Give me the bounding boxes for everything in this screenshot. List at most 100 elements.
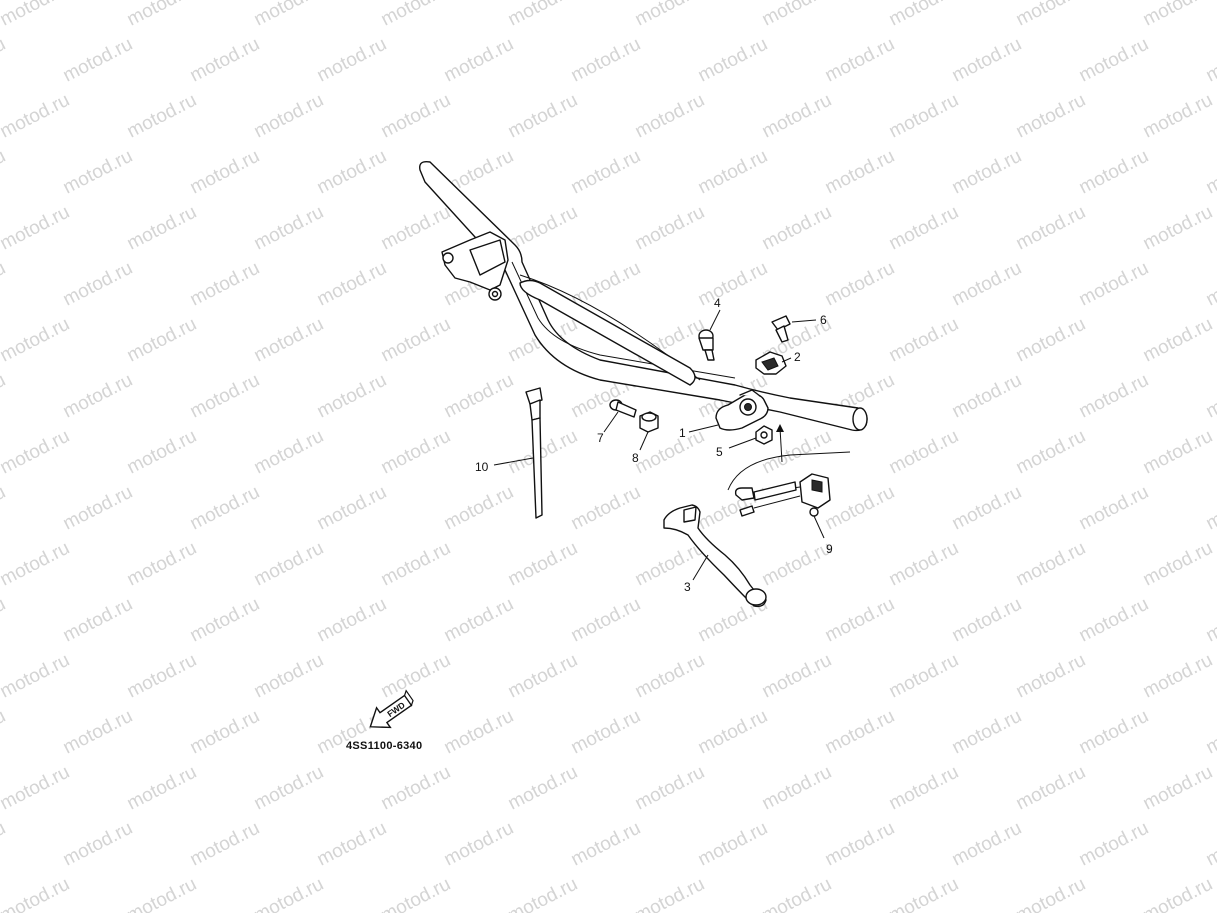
- watermark-text: motod.ru: [822, 34, 898, 87]
- watermark-text: motod.ru: [187, 482, 263, 535]
- watermark-text: motod.ru: [886, 90, 962, 143]
- handlebar: [419, 160, 868, 432]
- watermark-text: motod.ru: [251, 202, 327, 255]
- watermark-text: motod.ru: [632, 762, 708, 815]
- watermark-text: motod.ru: [187, 706, 263, 759]
- watermark-text: motod.ru: [822, 594, 898, 647]
- watermark-text: motod.ru: [632, 202, 708, 255]
- watermark-text: motod.ru: [0, 202, 73, 255]
- part-3-lever: [663, 504, 767, 608]
- watermark-text: motod.ru: [124, 426, 200, 479]
- watermark-text: motod.ru: [0, 818, 9, 871]
- watermark-text: motod.ru: [187, 34, 263, 87]
- watermark-text: motod.ru: [568, 818, 644, 871]
- watermark-text: motod.ru: [187, 146, 263, 199]
- watermark-text: motod.ru: [1013, 874, 1089, 913]
- watermark-text: motod.ru: [822, 706, 898, 759]
- watermark-text: motod.ru: [0, 90, 73, 143]
- watermark-text: motod.ru: [949, 146, 1025, 199]
- watermark-text: motod.ru: [886, 314, 962, 367]
- watermark-text: motod.ru: [1203, 818, 1217, 871]
- watermark-text: motod.ru: [314, 818, 390, 871]
- watermark-text: motod.ru: [1140, 202, 1216, 255]
- watermark-text: motod.ru: [0, 314, 73, 367]
- watermark-text: motod.ru: [0, 762, 73, 815]
- part-1-lever-holder: [715, 389, 769, 431]
- watermark-text: motod.ru: [251, 874, 327, 913]
- watermark-text: motod.ru: [0, 538, 73, 591]
- watermark-text: motod.ru: [695, 34, 771, 87]
- watermark-text: motod.ru: [1203, 34, 1217, 87]
- watermark-text: motod.ru: [378, 538, 454, 591]
- watermark-text: motod.ru: [505, 762, 581, 815]
- watermark-text: motod.ru: [0, 370, 9, 423]
- watermark-text: motod.ru: [441, 818, 517, 871]
- watermark-text: motod.ru: [378, 202, 454, 255]
- watermark-text: motod.ru: [886, 538, 962, 591]
- callout-4: 4: [714, 296, 721, 310]
- diagram-code: 4SS1100-6340: [346, 740, 422, 752]
- watermark-text: motod.ru: [251, 90, 327, 143]
- part-4-bolt: [698, 329, 715, 361]
- callout-7: 7: [597, 431, 604, 445]
- watermark-text: motod.ru: [886, 426, 962, 479]
- watermark-text: motod.ru: [0, 482, 9, 535]
- watermark-text: motod.ru: [822, 482, 898, 535]
- watermark-text: motod.ru: [949, 818, 1025, 871]
- watermark-text: motod.ru: [1076, 594, 1152, 647]
- callout-6: 6: [820, 313, 827, 327]
- watermark-text: motod.ru: [759, 202, 835, 255]
- watermark-text: motod.ru: [124, 538, 200, 591]
- watermark-text: motod.ru: [187, 370, 263, 423]
- part-2-clamp: [755, 351, 787, 375]
- watermark-text: motod.ru: [124, 0, 200, 30]
- callout-3: 3: [684, 580, 691, 594]
- watermark-text: motod.ru: [1140, 538, 1216, 591]
- watermark-text: motod.ru: [60, 258, 136, 311]
- watermark-text: motod.ru: [886, 874, 962, 913]
- watermark-text: motod.ru: [0, 650, 73, 703]
- watermark-text: motod.ru: [314, 482, 390, 535]
- watermark-text: motod.ru: [822, 818, 898, 871]
- watermark-text: motod.ru: [251, 762, 327, 815]
- watermark-text: motod.ru: [441, 482, 517, 535]
- watermark-text: motod.ru: [124, 874, 200, 913]
- watermark-text: motod.ru: [0, 0, 73, 30]
- watermark-text: motod.ru: [0, 258, 9, 311]
- watermark-text: motod.ru: [378, 426, 454, 479]
- watermark-text: motod.ru: [314, 594, 390, 647]
- watermark-text: motod.ru: [378, 0, 454, 30]
- callouts: 1 2 3 4 5 6 7 8 9 10: [475, 296, 833, 594]
- watermark-text: motod.ru: [314, 146, 390, 199]
- watermark-text: motod.ru: [378, 90, 454, 143]
- watermark-text: motod.ru: [568, 706, 644, 759]
- watermark-text: motod.ru: [695, 146, 771, 199]
- watermark-text: motod.ru: [695, 818, 771, 871]
- watermark-text: motod.ru: [1140, 874, 1216, 913]
- watermark-text: motod.ru: [568, 34, 644, 87]
- watermark-text: motod.ru: [441, 370, 517, 423]
- assembly-arrow: [776, 424, 784, 463]
- watermark-text: motod.ru: [1076, 34, 1152, 87]
- watermark-text: motod.ru: [441, 706, 517, 759]
- watermark-text: motod.ru: [60, 594, 136, 647]
- watermark-text: motod.ru: [0, 34, 9, 87]
- watermark-text: motod.ru: [1140, 0, 1216, 30]
- watermark-text: motod.ru: [0, 146, 9, 199]
- watermark-text: motod.ru: [505, 0, 581, 30]
- watermark-text: motod.ru: [1013, 762, 1089, 815]
- watermark-text: motod.ru: [632, 426, 708, 479]
- watermark-text: motod.ru: [886, 202, 962, 255]
- watermark-text: motod.ru: [949, 706, 1025, 759]
- part-8-collar: [639, 411, 659, 433]
- part-5-nut: [755, 425, 773, 445]
- watermark-text: motod.ru: [1076, 370, 1152, 423]
- watermark-text: motod.ru: [60, 146, 136, 199]
- watermark-text: motod.ru: [378, 874, 454, 913]
- watermark-text: motod.ru: [759, 0, 835, 30]
- watermark-text: motod.ru: [632, 874, 708, 913]
- watermark-text: motod.ru: [759, 762, 835, 815]
